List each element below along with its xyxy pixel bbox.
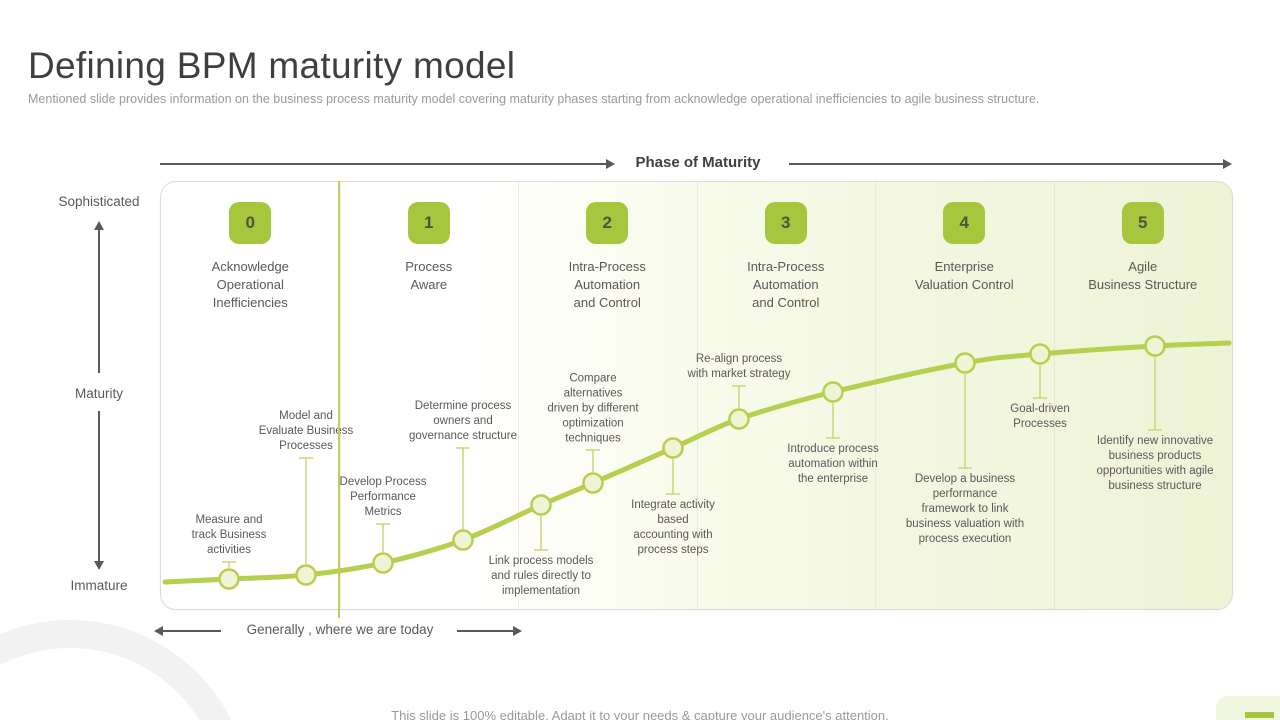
right-arrow-icon [606, 159, 615, 169]
phase-number-badge: 4 [943, 202, 986, 244]
milestone-label: Introduce process automation within the … [787, 443, 879, 485]
curve-point [728, 408, 750, 430]
top-axis-label: Phase of Maturity [635, 154, 761, 171]
milestone-label: Goal-driven Processes [1010, 403, 1070, 430]
phase-title: Acknowledge Operational Inefficiencies [211, 259, 289, 311]
page-title: Defining BPM maturity model [28, 44, 516, 86]
maturity-curve-svg [162, 335, 1232, 590]
curve-point [530, 494, 552, 516]
down-arrow-icon [94, 561, 104, 570]
milestone-label: Re-align process with market strategy [687, 353, 791, 381]
column-divider [875, 182, 876, 609]
curve-point [822, 381, 844, 403]
y-axis-line-lower [98, 411, 100, 561]
phase-title: Agile Business Structure [1088, 259, 1198, 293]
y-axis-line-upper [98, 229, 100, 373]
curve-point [218, 568, 240, 590]
phase-number-badge: 5 [1121, 202, 1164, 244]
milestone-label: Identify new innovative business product… [1096, 435, 1214, 492]
phase-title: Intra-Process Automation and Control [747, 259, 825, 311]
left-arrow-icon [154, 626, 163, 636]
phase-title: Enterprise Valuation Control [914, 259, 1014, 293]
milestone-label: Develop Process Performance Metrics [339, 476, 427, 519]
right-arrow-icon [1223, 159, 1232, 169]
curve-point [662, 437, 684, 459]
phase-number-badge: 0 [229, 202, 272, 244]
today-axis-line-right [457, 630, 513, 632]
phase-number-badge: 3 [764, 202, 807, 244]
milestone-label: Compare alternatives driven by different… [547, 372, 639, 445]
today-axis-line-left [163, 630, 221, 632]
curve-point [582, 472, 604, 494]
phase-title: Process Aware [405, 259, 453, 293]
milestone-label: Develop a business performance framework… [905, 473, 1025, 545]
curve-point [372, 552, 394, 574]
y-axis-label-maturity: Maturity [74, 386, 123, 401]
footer-note: This slide is 100% editable. Adapt it to… [391, 708, 889, 720]
column-divider [518, 182, 519, 609]
right-arrow-icon [513, 626, 522, 636]
up-arrow-icon [94, 221, 104, 230]
milestone-label: Model and Evaluate Business Processes [258, 410, 354, 453]
curve-point [954, 352, 976, 374]
milestone-label: Integrate activity based accounting with… [631, 499, 715, 556]
phase-number-badge: 2 [586, 202, 629, 244]
y-axis-label-sophisticated: Sophisticated [58, 194, 140, 209]
milestone-label: Determine process owners and governance … [408, 400, 518, 443]
decorative-ring [0, 620, 250, 720]
column-divider [696, 182, 698, 609]
curve-point [452, 529, 474, 551]
top-axis-line-right [789, 163, 1223, 165]
top-axis-line-left [160, 163, 606, 165]
phase-number-badge: 1 [407, 202, 450, 244]
curve-point [295, 564, 317, 586]
column-divider [339, 182, 341, 609]
today-label: Generally , where we are today [246, 622, 434, 637]
phase-title: Intra-Process Automation and Control [568, 259, 646, 311]
column-divider [1053, 182, 1055, 609]
curve-point [1144, 335, 1166, 357]
milestone-label: Link process models and rules directly t… [488, 555, 594, 597]
milestone-label: Measure and track Business activities [191, 514, 267, 557]
page-subtitle: Mentioned slide provides information on … [28, 91, 1040, 106]
y-axis-label-immature: Immature [70, 578, 128, 593]
current-position-line [338, 181, 340, 618]
corner-accent-bar [1245, 712, 1274, 718]
curve-point [1029, 343, 1051, 365]
